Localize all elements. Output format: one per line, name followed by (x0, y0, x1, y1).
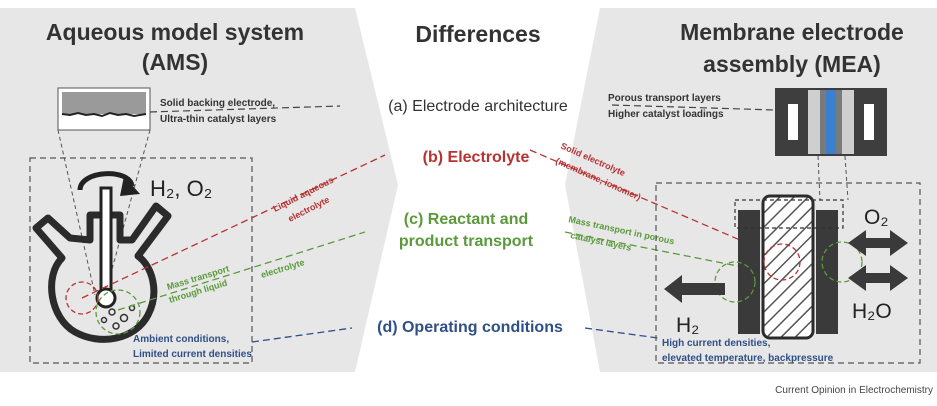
ams-flask-icon (32, 202, 172, 343)
mea-title-line1: Membrane electrode (680, 19, 904, 45)
mea-zoom-frame (734, 199, 844, 229)
differences-title: Differences (415, 21, 540, 47)
mea-o2-label: O₂ (864, 206, 889, 229)
mea-layers-image (775, 88, 887, 156)
ams-gases-label: H₂, O₂ (150, 176, 212, 201)
journal-credit: Current Opinion in Electrochemistry (775, 385, 933, 396)
mea-zoom-line (817, 155, 821, 201)
mea-h2-arrow-icon (664, 275, 725, 303)
mea-membrane-assembly (761, 194, 815, 340)
mea-zoom-line (844, 155, 849, 201)
operating-connector-right (584, 327, 659, 339)
mea-operating-note-line1: High current densities, (662, 338, 771, 349)
ams-architecture-note-line2: Ultra-thin catalyst layers (160, 114, 277, 125)
mea-h2-label: H₂ (676, 314, 699, 337)
mea-architecture-note-line1: Porous transport layers (608, 93, 721, 104)
ams-rotation-arrow-icon (77, 171, 135, 191)
ams-rotation-arrowhead-icon (120, 176, 140, 196)
mea-cell-box (655, 182, 921, 364)
ams-rotating-electrode-shaft (99, 186, 113, 300)
mea-transport-highlight (714, 261, 756, 303)
ams-title-line2: (AMS) (142, 49, 208, 75)
mea-h2o-arrow-icon (848, 265, 908, 291)
mea-electrolyte-highlight (763, 243, 801, 281)
ams-electrolyte-highlight (65, 281, 99, 315)
mea-transport-highlight (821, 241, 863, 283)
mea-operating-note-line2: elevated temperature, backpressure (662, 353, 834, 364)
mea-architecture-note-line2: Higher catalyst loadings (608, 109, 724, 120)
electrolyte-connector-left (81, 154, 386, 299)
ams-electrode-tip (95, 287, 117, 309)
ams-operating-note-line1: Ambient conditions, (133, 334, 229, 345)
transport-connector-left (117, 231, 366, 311)
ams-catalyst-layer (61, 111, 147, 118)
operating-connector-left (251, 327, 353, 343)
mea-o2-arrow-icon (848, 230, 908, 256)
ams-transport-highlight (95, 289, 141, 335)
ams-title-line1: Aqueous model system (46, 19, 304, 45)
difference-b-label: (b) Electrolyte (423, 149, 530, 166)
electrolyte-connector-right (529, 149, 783, 259)
mea-title-line2: assembly (MEA) (703, 51, 881, 77)
ams-operating-note-line2: Limited current densities (133, 349, 252, 360)
mea-anode-plate (738, 210, 760, 334)
ams-zoom-line (57, 129, 96, 296)
difference-c-line1: (c) Reactant and (404, 211, 528, 228)
ams-cell-box (29, 157, 253, 364)
mea-membrane-layer (826, 90, 836, 154)
difference-c-line2: product transport (399, 233, 534, 250)
mea-h2o-label: H₂O (852, 300, 892, 323)
mea-cathode-plate (816, 210, 838, 334)
ams-bubbles-icon (100, 304, 136, 330)
difference-d-label: (d) Operating conditions (377, 319, 563, 336)
architecture-connector-right (611, 104, 776, 111)
architecture-connector-left (149, 105, 341, 113)
difference-a-label: (a) Electrode architecture (388, 98, 568, 115)
ams-electrode-fill (62, 92, 146, 114)
ams-architecture-note-line1: Solid backing electrode, (160, 98, 275, 109)
